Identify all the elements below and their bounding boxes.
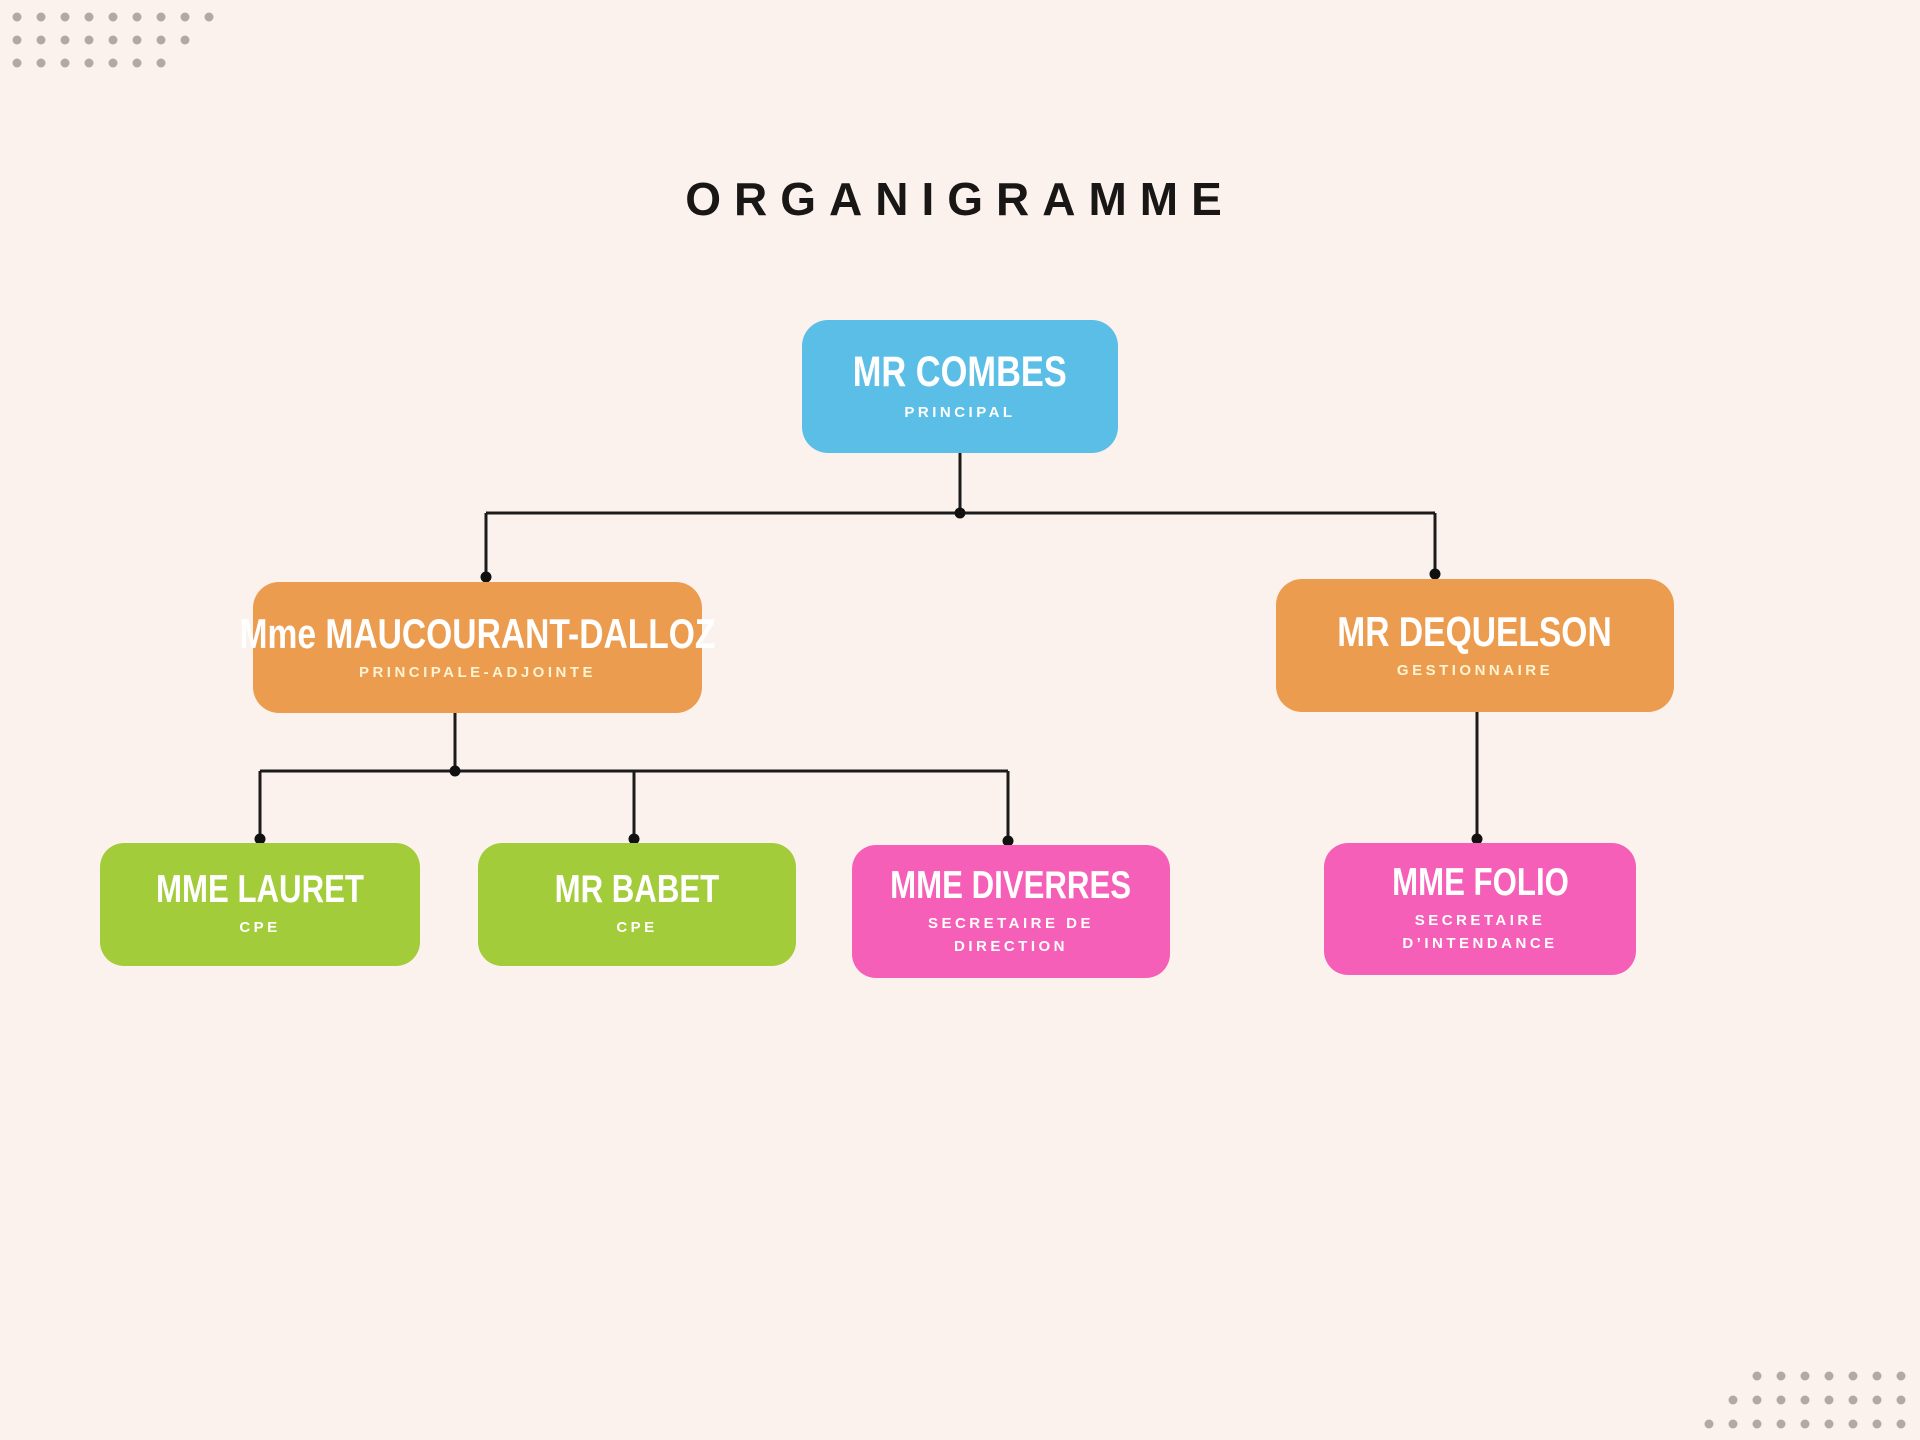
org-node-cpe-lauret: MME LAURET CPE	[100, 843, 420, 966]
node-name: Mme MAUCOURANT-DALLOZ	[239, 609, 716, 657]
node-name: MR BABET	[554, 868, 720, 912]
node-name: MME DIVERRES	[890, 863, 1132, 907]
org-node-cpe-babet: MR BABET CPE	[478, 843, 796, 966]
node-role: PRINCIPAL	[904, 403, 1016, 421]
node-role: SECRETAIRE DE DIRECTION	[927, 914, 1095, 955]
org-node-gestionnaire: MR DEQUELSON GESTIONNAIRE	[1276, 579, 1674, 712]
node-role: CPE	[616, 919, 658, 937]
node-role: CPE	[239, 919, 281, 937]
node-role: SECRETAIRE D’INTENDANCE	[1402, 912, 1558, 953]
org-node-principale-adjointe: Mme MAUCOURANT-DALLOZ PRINCIPALE-ADJOINT…	[240, 582, 715, 713]
node-name: MR COMBES	[852, 348, 1068, 397]
node-name: MME LAURET	[155, 868, 364, 912]
org-node-secretaire-intendance: MME FOLIO SECRETAIRE D’INTENDANCE	[1324, 843, 1636, 975]
node-name: MME FOLIO	[1391, 861, 1569, 905]
node-role: GESTIONNAIRE	[1396, 661, 1554, 679]
org-node-principal: MR COMBES PRINCIPAL	[802, 320, 1118, 453]
page-title: ORGANIGRAMME	[685, 173, 1235, 225]
node-role: PRINCIPALE-ADJOINTE	[358, 663, 597, 681]
node-name: MR DEQUELSON	[1337, 607, 1613, 655]
org-node-secretaire-direction: MME DIVERRES SECRETAIRE DE DIRECTION	[852, 845, 1170, 978]
